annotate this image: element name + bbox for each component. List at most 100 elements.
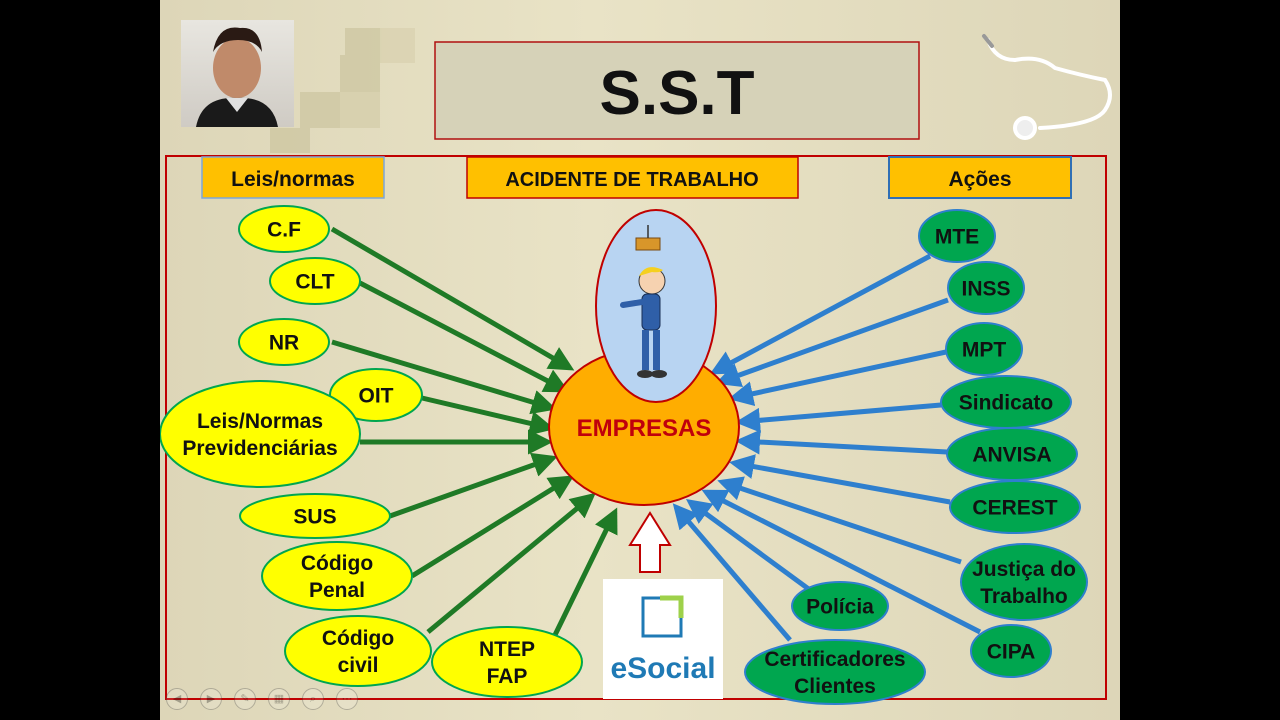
next-slide-icon[interactable]: ▶: [200, 688, 222, 710]
pen-icon[interactable]: ✎: [234, 688, 256, 710]
zoom-icon[interactable]: ⌕: [302, 688, 324, 710]
header-acidente: ACIDENTE DE TRABALHO: [505, 169, 758, 191]
page-title: S.S.T: [599, 59, 754, 128]
clt-label: CLT: [295, 270, 334, 293]
lei-node-ntep: NTEP FAP: [431, 626, 583, 698]
justica-label: Trabalho: [980, 585, 1068, 608]
penal-ellipse: [261, 541, 413, 611]
penal-label: Código: [301, 552, 373, 575]
penal-label: Penal: [309, 579, 365, 602]
cerest-arrow: [729, 454, 951, 505]
lei-node-clt: CLT: [269, 257, 361, 305]
mte-ellipse: [918, 209, 996, 263]
cerest-label: CEREST: [972, 496, 1057, 519]
mpt-arrow: [728, 349, 947, 406]
acao-node-policia: Polícia: [791, 581, 889, 631]
nr-arrow: [331, 339, 557, 415]
cf-arrow: [330, 226, 575, 371]
acao-node-mpt: MPT: [945, 322, 1023, 376]
policia-label: Polícia: [806, 595, 874, 618]
header-acoes: Ações: [948, 168, 1011, 191]
presenter-photo: [181, 20, 294, 127]
mpt-label: MPT: [962, 338, 1007, 361]
ntep-ellipse: [431, 626, 583, 698]
policia-ellipse: [791, 581, 889, 631]
anvisa-ellipse: [946, 427, 1078, 481]
justica-arrow: [717, 476, 962, 565]
slide-controls: ◀ ▶ ✎ ▦ ⌕ ⋯: [166, 688, 358, 710]
acao-node-mte: MTE: [918, 209, 996, 263]
prev-slide-icon[interactable]: ◀: [166, 688, 188, 710]
acao-node-cipa: CIPA: [970, 624, 1052, 678]
lei-node-sus: SUS: [239, 493, 391, 539]
acao-node-cerest: CEREST: [949, 480, 1081, 534]
slide: S.S.T Leis/normas ACIDENTE DE TRABALHO A…: [160, 0, 1120, 720]
acao-node-anvisa: ANVISA: [946, 427, 1078, 481]
clt-arrow: [358, 280, 570, 393]
justica-ellipse: [960, 543, 1088, 621]
acao-node-sindicato: Sindicato: [940, 375, 1072, 429]
inss-arrow: [715, 297, 949, 387]
civil-arrow: [426, 492, 596, 634]
decor-squares: [270, 28, 415, 153]
civil-label: Código: [322, 627, 394, 650]
ntep-label: NTEP: [479, 638, 535, 661]
worker-illustration: [595, 209, 717, 403]
inss-ellipse: [947, 261, 1025, 315]
prev-label: Previdenciárias: [182, 437, 337, 460]
nodes-layer: C.FCLTNROITLeis/NormasPrevidenciáriasSUS…: [160, 205, 1088, 705]
esocial-label: eSocial: [610, 652, 715, 685]
sus-arrow: [389, 452, 558, 519]
cert-label: Clientes: [794, 675, 876, 698]
mpt-ellipse: [945, 322, 1023, 376]
acao-node-inss: INSS: [947, 261, 1025, 315]
diagram-canvas: S.S.T Leis/normas ACIDENTE DE TRABALHO A…: [160, 20, 1112, 705]
oit-label: OIT: [359, 384, 394, 407]
nr-ellipse: [238, 318, 330, 366]
lei-node-nr: NR: [238, 318, 330, 366]
header-acidente-box: [466, 156, 799, 199]
slides-icon[interactable]: ▦: [268, 688, 290, 710]
cert-ellipse: [744, 639, 926, 705]
title-box: [434, 41, 920, 140]
oit-arrow: [421, 395, 555, 436]
prev-label: Leis/Normas: [197, 410, 323, 433]
arrows-layer: [330, 226, 982, 642]
civil-ellipse: [284, 615, 432, 687]
sindicato-label: Sindicato: [959, 391, 1054, 414]
lei-node-oit: OIT: [329, 368, 423, 422]
mte-arrow: [709, 253, 932, 375]
sus-label: SUS: [293, 505, 336, 528]
cert-arrow: [672, 503, 792, 642]
esocial-logo: eSocial: [603, 579, 723, 699]
ntep-label: FAP: [487, 665, 528, 688]
inss-label: INSS: [961, 277, 1010, 300]
header-acoes-box: [888, 156, 1072, 199]
prev-ellipse: [160, 380, 361, 488]
ntep-arrow: [552, 507, 618, 637]
anvisa-label: ANVISA: [972, 443, 1051, 466]
header-leis: Leis/normas: [231, 168, 355, 191]
nr-label: NR: [269, 331, 299, 354]
esocial-up-arrow: [628, 511, 672, 573]
policia-arrow: [685, 499, 812, 593]
clt-ellipse: [269, 257, 361, 305]
cerest-ellipse: [949, 480, 1081, 534]
more-icon[interactable]: ⋯: [336, 688, 358, 710]
justica-label: Justiça do: [972, 558, 1076, 581]
penal-arrow: [410, 475, 575, 579]
cipa-ellipse: [970, 624, 1052, 678]
header-leis-box: [201, 156, 385, 199]
anvisa-arrow: [735, 429, 948, 455]
cipa-arrow: [701, 489, 982, 635]
lei-node-cf: C.F: [238, 205, 330, 253]
cf-ellipse: [238, 205, 330, 253]
sindicato-arrow: [735, 402, 942, 433]
stethoscope-icon: [982, 34, 1112, 140]
cert-label: Certificadores: [764, 648, 905, 671]
mte-label: MTE: [935, 225, 979, 248]
empresas-label: EMPRESAS: [577, 415, 712, 442]
